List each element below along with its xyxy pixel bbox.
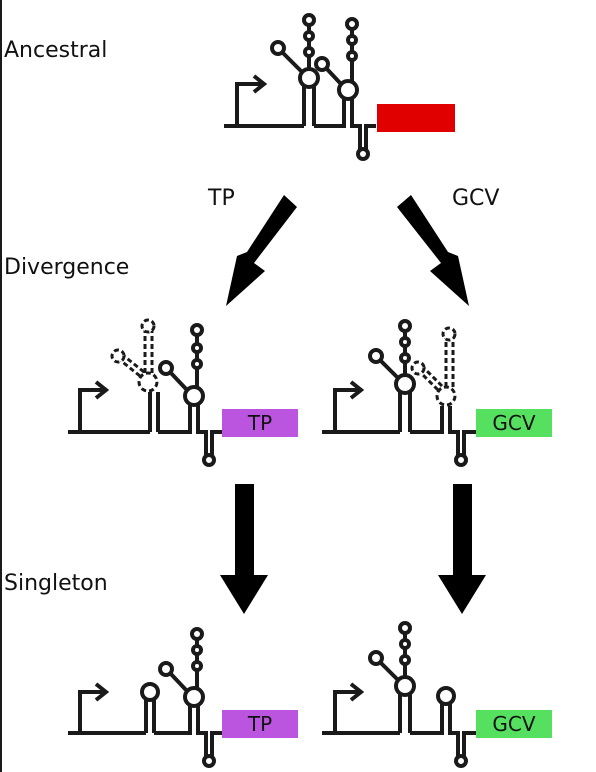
ancestral-aptamer2-top-loop	[345, 17, 359, 31]
tp-sing-aptamer-side-stem	[168, 671, 189, 693]
gcv-div-terminator	[454, 453, 468, 467]
tp-div-aptamer1-top-stem	[143, 330, 154, 373]
gcv-div-aptamer2-side-stem	[418, 366, 444, 392]
gcv-sing-aptamer-side-loop	[368, 650, 384, 666]
tp-div-aptamer2-bulge-a	[191, 358, 203, 370]
gcv-div-promoter-arrow	[333, 388, 359, 432]
gcv-sing-aptamer-junction	[394, 675, 416, 697]
ancestral-aptamer1-junction	[298, 67, 320, 89]
gcv-singleton-gene-box: GCV	[476, 710, 552, 738]
tp-sing-aptamer-side-loop	[158, 661, 174, 677]
ancestral-aptamer1-bulge-a	[303, 46, 315, 58]
ancestral-aptamer2-bulge-a	[346, 50, 358, 62]
gcv-div-aptamer2-side-loop	[410, 360, 426, 376]
arrow-to-gcv	[397, 195, 469, 306]
tp-div-aptamer1-junction	[137, 371, 159, 393]
stage-label-singleton: Singleton	[4, 571, 108, 596]
gcv-div-aptamer1-side-loop	[368, 348, 384, 364]
gcv-div-aptamer1-bulge-a	[399, 352, 411, 364]
tp-sing-promoter-arrow	[78, 690, 104, 733]
tp-singleton-gene-box: TP	[222, 710, 298, 738]
tp-sing-aptamer-bulge-b	[191, 644, 203, 656]
tp-sing-promoter-arrowhead	[94, 682, 110, 702]
tp-div-aptamer2-side-stem	[168, 370, 189, 392]
tp-div-aptamer1-top-loop	[140, 318, 156, 334]
ancestral-linker	[314, 98, 376, 152]
tp-div-promoter-arrow	[78, 388, 104, 432]
ancestral-aptamer1-side-stem	[280, 50, 304, 74]
gcv-div-aptamer2-top-loop	[441, 326, 457, 342]
gcv-sing-promoter-arrow	[333, 690, 359, 733]
arrow-to-tp	[226, 195, 297, 306]
divergence-gcv-construct	[322, 319, 476, 467]
ancestral-aptamer2-bulge-b	[346, 34, 358, 46]
ancestral-aptamer2-junction	[337, 79, 359, 101]
tp-sing-aptamer-junction	[183, 686, 205, 708]
tp-sing-stub-stem	[144, 700, 156, 733]
stage-label-ancestral: Ancestral	[4, 38, 108, 63]
tp-div-aptamer2-bulge-b	[191, 342, 203, 354]
gcv-sing-linker	[410, 704, 476, 759]
gcv-sing-aptamer-bulge-a	[399, 654, 411, 666]
stage-label-divergence: Divergence	[4, 255, 130, 280]
arrow-gcv-to-singleton	[438, 484, 486, 614]
tp-sing-terminator	[202, 754, 216, 768]
gcv-div-aptamer1-side-stem	[378, 358, 400, 380]
gcv-sing-aptamer-stem	[398, 694, 412, 733]
divergence-arrows	[226, 195, 469, 306]
arrow-tp-to-singleton	[220, 484, 268, 614]
tp-divergence-gene-box: TP	[222, 409, 298, 437]
ancestral-aptamer1-top-loop	[302, 13, 316, 27]
tp-sing-stub-loop	[140, 682, 160, 702]
gcv-sing-aptamer-side-stem	[378, 660, 400, 682]
ancestral-gene-box	[377, 104, 455, 132]
gcv-sing-promoter-arrowhead	[349, 682, 365, 702]
ancestral-promoter-arrow	[235, 82, 262, 126]
gcv-div-aptamer1-bulge-b	[399, 336, 411, 348]
ancestral-promoter-arrowhead	[252, 74, 268, 94]
ancestral-aptamer1-side-loop	[270, 40, 286, 56]
branch-label-tp: TP	[208, 186, 235, 211]
tp-div-aptamer1-stem	[148, 392, 160, 432]
gcv-div-aptamer1-top-loop	[398, 319, 412, 333]
divergence-tp-construct	[68, 318, 222, 467]
gcv-div-aptamer1-junction	[394, 373, 416, 395]
singleton-tp-construct	[68, 627, 222, 768]
tp-div-linker	[158, 404, 222, 458]
tp-sing-linker	[154, 706, 222, 759]
gcv-div-aptamer2-top-stem	[444, 336, 455, 387]
ancestral-terminator	[356, 147, 370, 161]
singleton-arrows	[220, 484, 486, 614]
gcv-sing-aptamer-top-loop	[398, 621, 412, 635]
ancestral-construct	[224, 13, 376, 161]
gcv-div-aptamer2-junction	[435, 385, 457, 407]
gcv-div-aptamer1-stem	[398, 392, 412, 432]
tp-div-terminator	[202, 453, 216, 467]
gcv-div-promoter-arrowhead	[349, 380, 365, 400]
ancestral-aptamer2-side-loop	[314, 56, 330, 72]
ancestral-aptamer1-stem	[302, 84, 316, 126]
tp-sing-aptamer-bulge-a	[191, 660, 203, 672]
tp-div-aptamer1-side-stem	[119, 354, 145, 378]
gcv-divergence-gene-box: GCV	[476, 409, 552, 437]
tp-div-aptamer2-side-loop	[158, 360, 174, 376]
gcv-sing-terminator	[454, 754, 468, 768]
ancestral-aptamer2-side-stem	[324, 66, 343, 86]
ancestral-aptamer1-bulge-b	[303, 30, 315, 42]
branch-label-gcv: GCV	[452, 186, 500, 211]
gcv-div-linker	[410, 406, 476, 458]
gcv-sing-aptamer-bulge-b	[399, 638, 411, 650]
tp-div-aptamer2-junction	[183, 385, 205, 407]
gcv-sing-stub-loop	[436, 686, 456, 706]
tp-div-promoter-arrowhead	[94, 380, 110, 400]
singleton-gcv-construct	[322, 621, 476, 768]
tp-div-aptamer1-side-loop	[110, 348, 126, 364]
tp-sing-aptamer-top-loop	[190, 627, 204, 641]
tp-div-aptamer2-top-loop	[190, 323, 204, 337]
